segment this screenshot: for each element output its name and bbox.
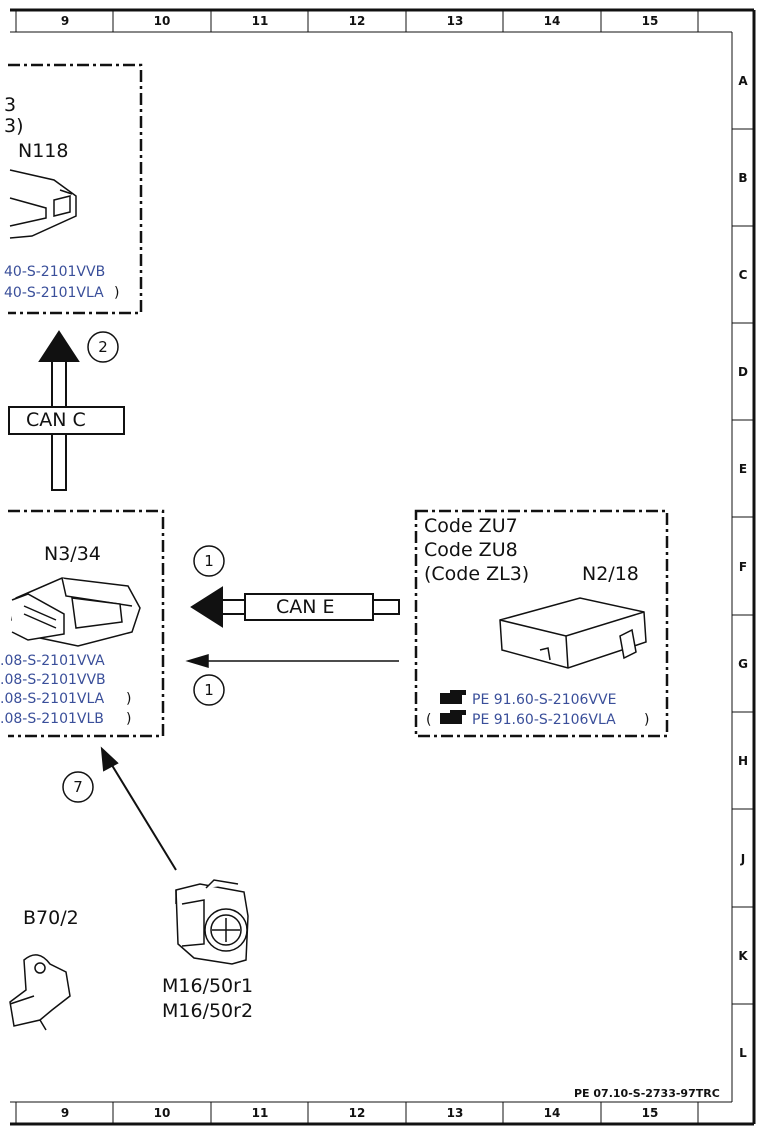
circle-1-lower [193,674,225,706]
sheet-frame [10,8,756,1126]
n2-18-code-zu8: Code ZU8 [424,539,518,561]
can-c-label: CAN C [26,409,86,431]
signal-7-line [100,746,177,871]
module-boxes [8,63,669,738]
n2-18-module-icon [499,597,647,669]
n118-label: N118 [18,140,69,162]
n3-34-box [8,509,165,738]
row-label-h: H [737,754,749,768]
n3-34-ref-link-1[interactable]: .08-S-2101VVA [0,653,105,669]
row-label-l: L [739,1046,747,1060]
row-label-f: F [738,560,748,574]
signal-number-7: 7 [73,778,83,796]
n118-box [8,63,143,315]
n118-ref-link-2[interactable]: 40-S-2101VLA [4,285,104,301]
column-label-10: 10 [153,14,171,28]
row-label-b: B [738,171,748,185]
n3-34-module-icon [11,577,141,647]
signal-1-line [185,653,399,669]
row-ticks [732,128,754,1005]
can-e-label-box [244,593,374,621]
n118-module-icon [9,169,77,239]
n2-18-code-zl3: (Code ZL3) [424,563,530,585]
column-label-9: 9 [60,14,70,28]
column-label-15-bottom: 15 [641,1106,659,1120]
column-label-10-bottom: 10 [153,1106,171,1120]
column-label-12: 12 [348,14,366,28]
can-c-label-box [8,406,125,435]
n118-closing-paren: ) [114,285,120,301]
column-label-14-bottom: 14 [543,1106,561,1120]
can-e-label: CAN E [276,596,335,618]
n2-18-open-paren: ( [426,712,432,728]
b70-2-sensor-icon [9,954,71,1031]
n2-18-code-zu7: Code ZU7 [424,515,518,537]
column-label-11: 11 [251,14,269,28]
m16-50r1-label: M16/50r1 [162,975,254,997]
row-label-a: A [738,74,748,88]
row-label-e: E [738,462,748,476]
n118-ref-link-1[interactable]: 40-S-2101VVB [4,264,106,280]
signal-number-2: 2 [98,338,108,356]
hand-pointer-icon [440,710,466,724]
m16-50-throttle-icon [175,879,249,965]
column-label-11-bottom: 11 [251,1106,269,1120]
b70-2-label: B70/2 [23,907,79,929]
n2-18-closing-paren: ) [644,712,650,728]
n3-34-closing-paren-2: ) [126,711,132,727]
document-reference: PE 07.10-S-2733-97TRC [574,1087,720,1100]
n2-18-box [414,509,669,738]
row-label-g: G [738,657,748,671]
circle-7 [62,771,94,803]
circle-2 [87,331,119,363]
column-label-14: 14 [543,14,561,28]
column-label-13-bottom: 13 [446,1106,464,1120]
m16-50r2-label: M16/50r2 [162,1000,254,1022]
reference-hand-icons [440,690,466,724]
signal-circles [62,331,225,803]
n2-18-ref-link-2[interactable]: PE 91.60-S-2106VLA [472,712,616,728]
n3-34-label: N3/34 [44,543,101,565]
n3-34-ref-link-4[interactable]: .08-S-2101VLB [0,711,104,727]
signal-number-1-upper: 1 [204,552,214,570]
column-label-12-bottom: 12 [348,1106,366,1120]
can-c-bus [8,330,125,491]
column-ticks [15,10,699,1124]
column-label-13: 13 [446,14,464,28]
column-label-15: 15 [641,14,659,28]
row-label-c: C [738,268,748,282]
n3-34-ref-link-2[interactable]: .08-S-2101VVB [0,672,106,688]
n118-partial-line-1: 3 [4,94,17,116]
column-label-9-bottom: 9 [60,1106,70,1120]
n118-partial-line-2: 3) [4,115,24,137]
n3-34-closing-paren-1: ) [126,691,132,707]
row-label-k: K [738,949,748,963]
row-label-d: D [738,365,748,379]
row-label-j: J [740,852,746,866]
n2-18-label: N2/18 [582,563,639,585]
hand-pointer-icon [440,690,466,704]
n2-18-ref-link-1[interactable]: PE 91.60-S-2106VVE [472,692,617,708]
can-e-bus [190,586,400,628]
circle-1-upper [193,545,225,577]
n3-34-ref-link-3[interactable]: .08-S-2101VLA [0,691,105,707]
signal-number-1-lower: 1 [204,681,214,699]
